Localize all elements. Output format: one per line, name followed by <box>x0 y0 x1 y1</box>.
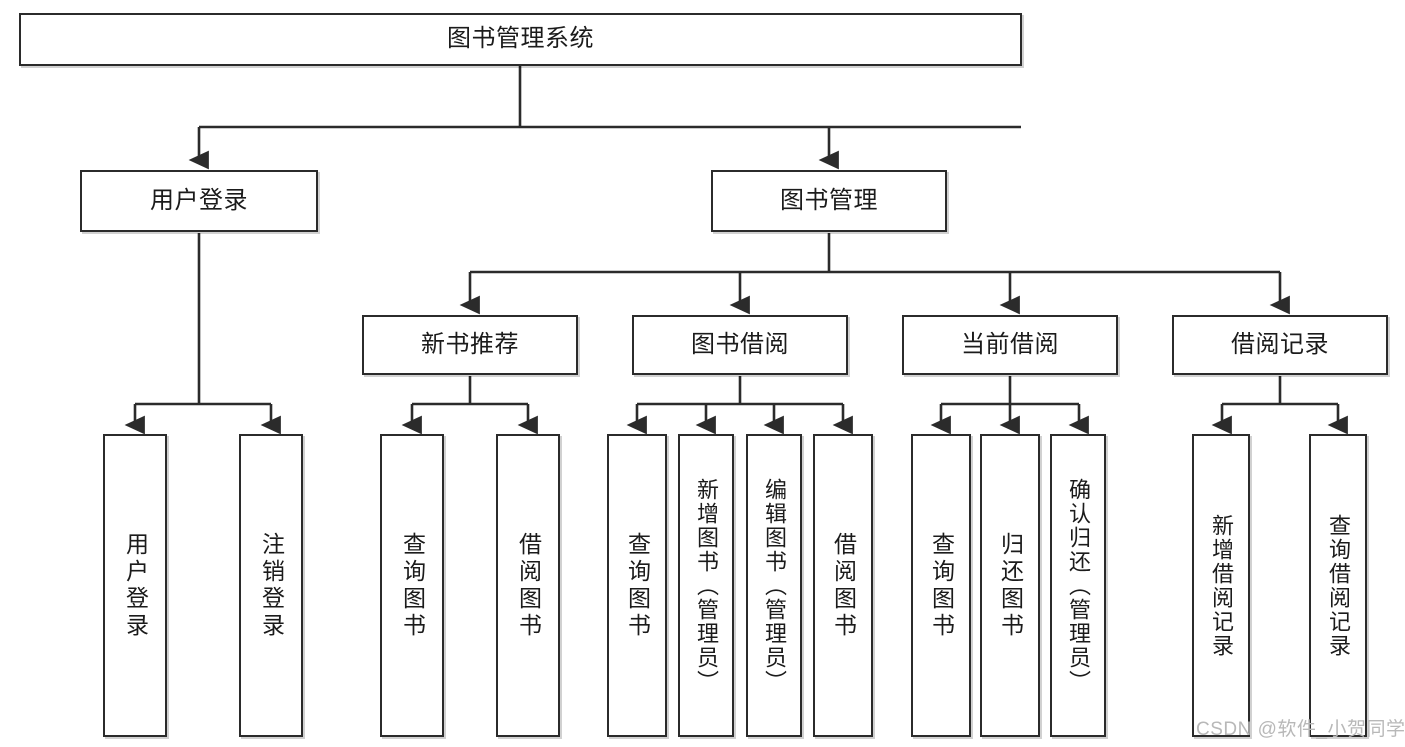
node-label: 新书推荐 <box>421 330 519 358</box>
node-label: 借阅记录 <box>1231 330 1329 358</box>
node-label: 新增借阅记录 <box>1209 513 1234 658</box>
node-leaf-borrow-record-add[interactable]: 新增借阅记录 <box>1192 434 1250 737</box>
node-label: 归还图书 <box>997 531 1024 640</box>
node-label: 查询图书 <box>624 531 651 640</box>
node-leaf-current-borrow-query[interactable]: 查询图书 <box>911 434 971 737</box>
node-label: 新增图书（管理员） <box>694 477 719 694</box>
node-label: 查询图书 <box>928 531 955 640</box>
node-label: 查询图书 <box>399 531 426 640</box>
node-label: 确认归还（管理员） <box>1066 477 1091 694</box>
node-leaf-book-borrow-edit[interactable]: 编辑图书（管理员） <box>746 434 802 737</box>
node-label: 查询借阅记录 <box>1326 513 1351 658</box>
node-leaf-book-borrow-query[interactable]: 查询图书 <box>607 434 667 737</box>
node-new-book-recommend[interactable]: 新书推荐 <box>362 315 578 375</box>
node-leaf-new-book-borrow[interactable]: 借阅图书 <box>496 434 560 737</box>
node-label: 借阅图书 <box>830 531 857 640</box>
node-label: 图书管理系统 <box>447 25 594 53</box>
node-user-login[interactable]: 用户登录 <box>80 170 318 232</box>
node-root-book-management-system[interactable]: 图书管理系统 <box>19 13 1022 66</box>
node-label: 注销登录 <box>258 531 285 640</box>
node-label: 当前借阅 <box>961 330 1059 358</box>
node-leaf-user-login-logout[interactable]: 注销登录 <box>239 434 303 737</box>
node-book-borrow[interactable]: 图书借阅 <box>632 315 848 375</box>
node-leaf-new-book-query[interactable]: 查询图书 <box>380 434 444 737</box>
node-label: 图书管理 <box>780 186 878 214</box>
node-label: 借阅图书 <box>515 531 542 640</box>
node-label: 图书借阅 <box>691 330 789 358</box>
node-book-management[interactable]: 图书管理 <box>711 170 947 232</box>
node-label: 用户登录 <box>122 531 149 640</box>
node-leaf-book-borrow-add[interactable]: 新增图书（管理员） <box>678 434 734 737</box>
node-current-borrow[interactable]: 当前借阅 <box>902 315 1118 375</box>
node-leaf-current-borrow-confirm-return[interactable]: 确认归还（管理员） <box>1050 434 1106 737</box>
node-leaf-borrow-record-query[interactable]: 查询借阅记录 <box>1309 434 1367 737</box>
node-leaf-current-borrow-return[interactable]: 归还图书 <box>980 434 1040 737</box>
node-borrow-record[interactable]: 借阅记录 <box>1172 315 1388 375</box>
node-label: 编辑图书（管理员） <box>762 477 787 694</box>
node-label: 用户登录 <box>150 186 248 214</box>
node-leaf-user-login-login[interactable]: 用户登录 <box>103 434 167 737</box>
node-leaf-book-borrow-borrow[interactable]: 借阅图书 <box>813 434 873 737</box>
